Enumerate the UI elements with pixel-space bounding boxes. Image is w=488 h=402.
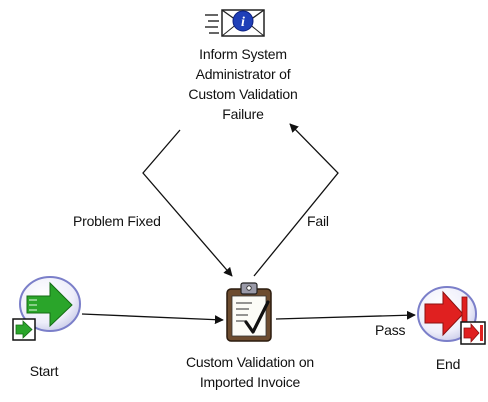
pass-label: Pass [375,322,406,338]
start-node-label: Start [29,363,59,379]
svg-text:i: i [241,15,245,30]
end-node-label: End [435,356,461,372]
validation-node-label: Custom Validation on Imported Invoice [185,354,315,390]
end-stop-icon[interactable] [417,286,486,345]
edge-problem-fixed [142,129,233,277]
start-arrow-icon[interactable] [12,276,81,341]
notify-node-label: Inform System Administrator of Custom Va… [188,46,298,122]
envelope-info-icon[interactable]: i [205,9,265,37]
edge-start-to-validation [81,313,224,325]
fail-label: Fail [307,213,329,229]
edge-fail [253,123,339,277]
edge-pass [275,310,416,320]
clipboard-check-icon[interactable] [226,282,272,342]
problem-fixed-label: Problem Fixed [73,213,161,229]
